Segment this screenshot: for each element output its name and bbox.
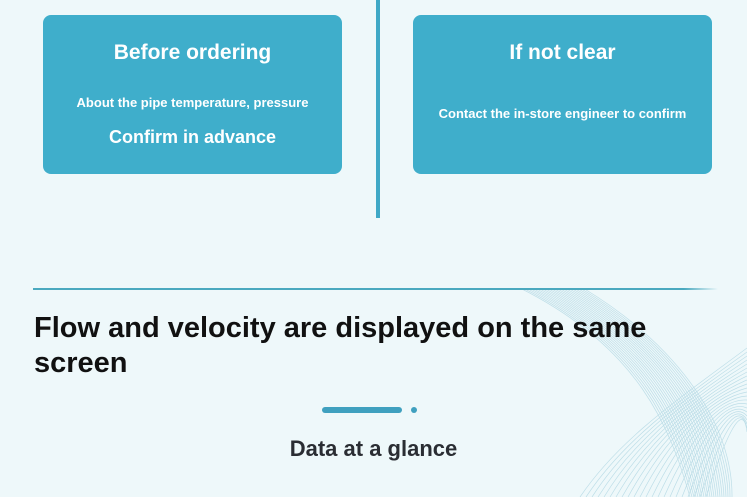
card-title: If not clear: [509, 41, 616, 64]
accent-bar: [322, 407, 402, 413]
section-heading: Flow and velocity are displayed on the s…: [34, 312, 647, 379]
card-caption: Confirm in advance: [108, 127, 277, 147]
before-ordering-card: Before ordering About the pipe temperatu…: [43, 15, 342, 174]
vertical-divider: [376, 0, 380, 218]
card-subtitle: About the pipe temperature, pressure: [76, 95, 309, 110]
card-subtitle: Contact the in-store engineer to confirm: [438, 106, 687, 121]
decorative-wave-lines: [519, 288, 747, 497]
section-subheading: Data at a glance: [289, 436, 458, 461]
card-title: Before ordering: [113, 41, 272, 64]
section-divider: [33, 288, 718, 290]
accent-dot: [411, 407, 417, 413]
if-not-clear-card: If not clear Contact the in-store engine…: [413, 15, 712, 174]
